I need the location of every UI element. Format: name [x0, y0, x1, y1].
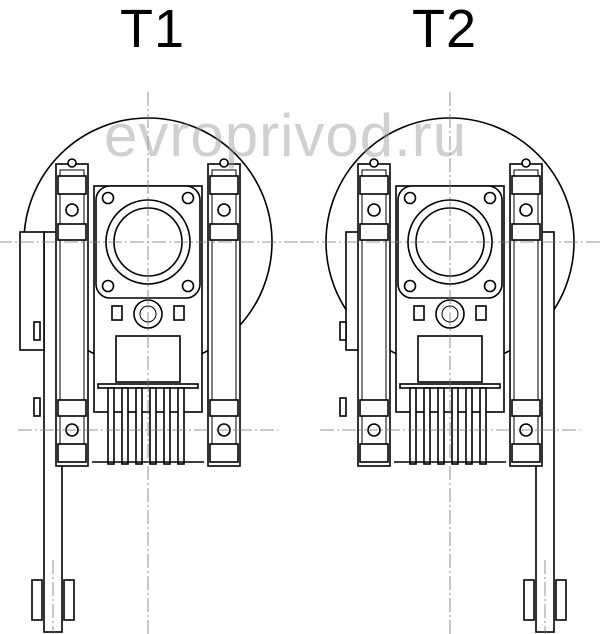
small-lug: [413, 305, 425, 321]
small-lug: [173, 305, 185, 321]
bolt-block: [57, 223, 87, 241]
bolt-block: [359, 175, 389, 195]
view-label-t2: T2: [412, 0, 478, 59]
bolt-block: [209, 399, 239, 417]
small-lug: [111, 305, 123, 321]
bolt-block: [57, 399, 87, 417]
bolt-head: [67, 158, 77, 168]
bolt-head: [369, 158, 379, 168]
small-lug: [475, 305, 487, 321]
flange-hole: [181, 191, 195, 205]
cooling-fin: [107, 387, 115, 465]
flange-hole: [403, 279, 417, 293]
bolt: [65, 203, 79, 217]
flange-hole: [483, 279, 497, 293]
plate-lug: [339, 321, 347, 341]
bolt-block: [511, 223, 541, 241]
bolt-block: [359, 399, 389, 417]
flange-hole: [101, 191, 115, 205]
plate-lug: [33, 321, 41, 341]
bolt-block: [209, 443, 239, 463]
bolt-head: [521, 158, 531, 168]
view-label-t1: T1: [120, 0, 186, 59]
bolt: [217, 203, 231, 217]
bolt: [519, 203, 533, 217]
watermark: evroprivod.ru: [104, 102, 468, 169]
cooling-fin: [409, 387, 417, 465]
cooling-fin: [479, 387, 487, 465]
flange-hole: [403, 191, 417, 205]
pivot-lug: [555, 579, 567, 621]
bolt-block: [209, 223, 239, 241]
gearbox-view-t1: [0, 92, 298, 634]
cooling-fin: [437, 387, 445, 465]
flange-hole: [483, 191, 497, 205]
cooling-fin: [465, 387, 473, 465]
cooling-fin: [135, 387, 143, 465]
bolt-block: [57, 175, 87, 195]
bolt-block: [359, 443, 389, 463]
cooling-fin: [423, 387, 431, 465]
bolt-block: [511, 175, 541, 195]
plate-lug: [33, 397, 41, 417]
pivot-lug: [523, 579, 535, 621]
bolt-head: [219, 158, 229, 168]
bolt-block: [511, 443, 541, 463]
gearbox-view-t2: [300, 92, 600, 634]
bolt: [367, 203, 381, 217]
bolt-block: [57, 443, 87, 463]
plate-lug: [339, 397, 347, 417]
flange-hole: [181, 279, 195, 293]
pivot-lug: [63, 579, 75, 621]
cooling-fin: [149, 387, 157, 465]
bolt-block: [209, 175, 239, 195]
bolt-block: [511, 399, 541, 417]
cooling-fin: [451, 387, 459, 465]
cooling-fin: [177, 387, 185, 465]
flange-hole: [101, 279, 115, 293]
bolt-block: [359, 223, 389, 241]
pivot-lug: [31, 579, 43, 621]
cooling-fin: [121, 387, 129, 465]
cooling-fin: [163, 387, 171, 465]
